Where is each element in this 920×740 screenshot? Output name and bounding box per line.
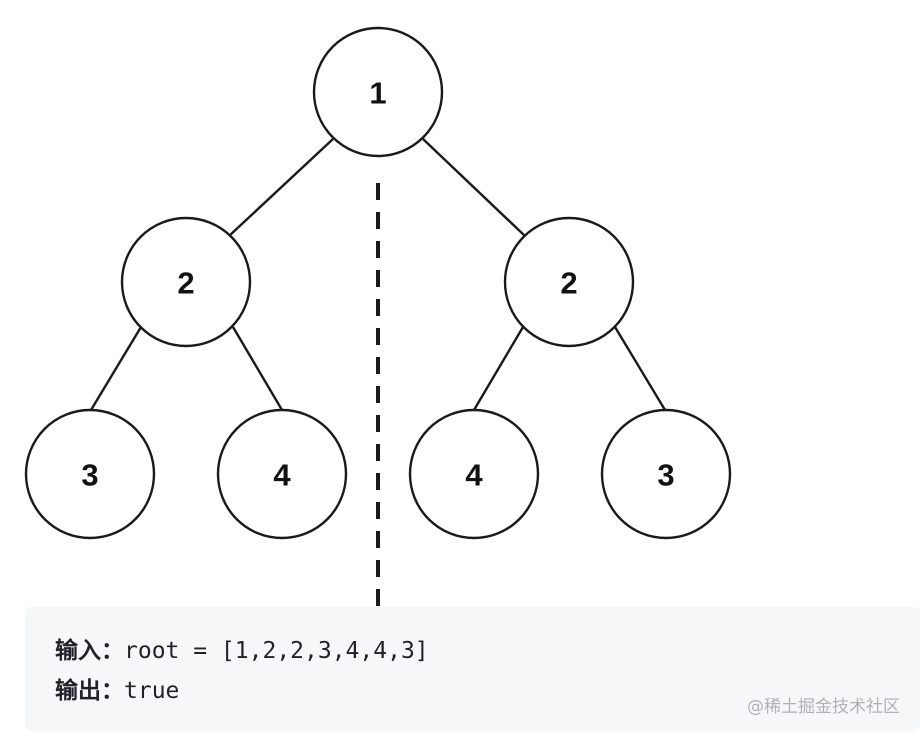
- edge-left-child-left-left-leaf: [89, 326, 143, 411]
- node-circle: [503, 216, 635, 348]
- node-value-left-left-leaf: 3: [81, 458, 98, 493]
- binary-tree-diagram: 1 2 2 3 4 4 3: [24, 26, 732, 608]
- node-value-right-child: 2: [560, 266, 577, 301]
- node-circle: [600, 408, 732, 540]
- watermark: @稀土掘金技术社区: [747, 697, 900, 717]
- tree-node-left-right-leaf: 4: [216, 408, 348, 540]
- input-value: root = [1,2,2,3,4,4,3]: [124, 638, 429, 664]
- node-circle: [120, 216, 252, 348]
- node-value-root: 1: [369, 76, 386, 111]
- tree-node-left-left-leaf: 3: [24, 408, 156, 540]
- edge-root-left-child: [228, 138, 334, 237]
- node-value-left-right-leaf: 4: [273, 458, 291, 493]
- tree-edges: [89, 138, 667, 411]
- tree-node-right-right-leaf: 3: [600, 408, 732, 540]
- example-panel: 输入：root = [1,2,2,3,4,4,3] 输出：true @稀土掘金技…: [25, 607, 920, 731]
- output-label: 输出：: [55, 678, 124, 704]
- input-line: 输入：root = [1,2,2,3,4,4,3]: [55, 631, 429, 665]
- edge-left-child-left-right-leaf: [231, 326, 284, 411]
- edge-root-right-child: [422, 138, 526, 237]
- node-circle: [408, 408, 540, 540]
- edge-right-child-right-left-leaf: [472, 326, 525, 411]
- output-line: 输出：true: [55, 671, 179, 705]
- node-value-right-left-leaf: 4: [465, 458, 483, 493]
- tree-node-left-child: 2: [120, 216, 252, 348]
- tree-node-right-child: 2: [503, 216, 635, 348]
- edge-right-child-right-right-leaf: [613, 326, 667, 411]
- output-value: true: [124, 678, 180, 704]
- tree-node-root: 1: [312, 26, 444, 158]
- node-value-left-child: 2: [177, 266, 194, 301]
- input-label: 输入：: [55, 638, 124, 664]
- node-value-right-right-leaf: 3: [657, 458, 674, 493]
- node-circle: [312, 26, 444, 158]
- tree-node-right-left-leaf: 4: [408, 408, 540, 540]
- node-circle: [24, 408, 156, 540]
- node-circle: [216, 408, 348, 540]
